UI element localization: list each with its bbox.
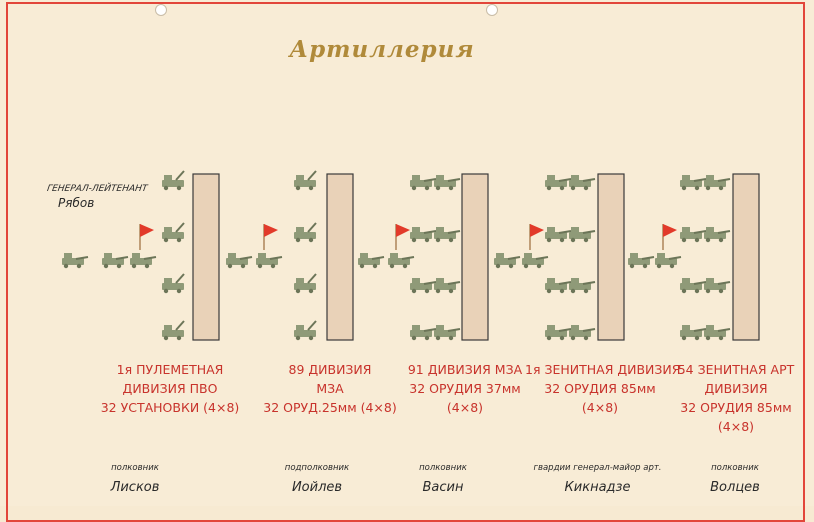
division-4-column-vehicle-4b: [569, 325, 596, 341]
lead-vehicle-1: [62, 253, 89, 269]
division-2-lead-vehicle-1: [226, 253, 253, 269]
division-5-column-vehicle-2: [680, 227, 707, 243]
officer-name-1: Лисков: [110, 480, 160, 495]
division-2-flag-icon: [263, 224, 278, 250]
division-3-column-vehicle-2b: [434, 227, 461, 243]
division-5-line-4: (4×8): [717, 419, 755, 434]
division-2-column-vehicle-3: [294, 273, 317, 294]
division-1-column-vehicle-1: [162, 170, 185, 191]
division-1-line-3: 32 УСТАНОВКИ (4×8): [100, 400, 240, 415]
punch-hole: [155, 4, 167, 16]
division-3-column-vehicle-1b: [434, 175, 461, 191]
division-5-lead-vehicle-1: [628, 253, 655, 269]
officer-name-2: Иойлев: [291, 480, 343, 495]
division-4-column-vehicle-3b: [569, 278, 596, 294]
division-5-column-vehicle-1: [680, 175, 707, 191]
division-5-line-2: ДИВИЗИЯ: [704, 381, 768, 396]
division-5-lead-vehicle-2: [655, 253, 682, 269]
division-1-lead-vehicle-1: [130, 253, 157, 269]
division-3-line-2: 32 ОРУДИЯ 37мм: [409, 381, 521, 396]
division-4-lead-vehicle-2: [522, 253, 549, 269]
division-1-column-block: [192, 173, 220, 341]
division-2-line-3: 32 ОРУД.25мм (4×8): [263, 400, 397, 415]
division-label-5: 54 ЗЕНИТНАЯ АРТ ДИВИЗИЯ 32 ОРУДИЯ 85мм (…: [668, 360, 804, 436]
division-4-column-block: [597, 173, 625, 341]
division-3-column-vehicle-4b: [434, 325, 461, 341]
division-4-flag-icon: [529, 224, 544, 250]
division-2-column-vehicle-2: [294, 222, 317, 243]
division-3-column-vehicle-1: [410, 175, 437, 191]
division-5-column-vehicle-1b: [704, 175, 731, 191]
division-2-column-vehicle-4: [294, 320, 317, 341]
division-5-column-vehicle-3: [680, 278, 707, 294]
division-5-column-vehicle-3b: [704, 278, 731, 294]
punch-hole: [486, 4, 498, 16]
division-3-column-vehicle-3b: [434, 278, 461, 294]
division-1-column-vehicle-4: [162, 320, 185, 341]
division-3-column-vehicle-2: [410, 227, 437, 243]
division-2-column-block: [326, 173, 354, 341]
officer-rank-3: полковник: [419, 463, 467, 473]
division-1-line-1: 1я ПУЛЕМЕТНАЯ: [116, 362, 224, 377]
division-2-lead-vehicle-2: [256, 253, 283, 269]
division-4-column-vehicle-2b: [569, 227, 596, 243]
division-4-column-vehicle-2: [545, 227, 572, 243]
division-label-4: 1я ЗЕНИТНАЯ ДИВИЗИЯ 32 ОРУДИЯ 85мм (4×8): [525, 360, 681, 417]
formation-diagram: [62, 170, 760, 341]
division-3-flag-icon: [395, 224, 410, 250]
division-5-column-vehicle-2b: [704, 227, 731, 243]
officer-rank-5: полковник: [711, 463, 759, 473]
division-1-flag-icon: [139, 224, 154, 250]
division-3-column-block: [461, 173, 489, 341]
officer-name-3: Васин: [422, 480, 464, 495]
division-2-column-vehicle-1: [294, 170, 317, 191]
division-4-line-1: 1я ЗЕНИТНАЯ ДИВИЗИЯ: [525, 362, 681, 377]
division-3-lead-vehicle-1: [358, 253, 385, 269]
division-4-lead-vehicle-1: [494, 253, 521, 269]
division-4-column-vehicle-4: [545, 325, 572, 341]
lead-vehicle-2: [102, 253, 129, 269]
division-1-column-vehicle-2: [162, 222, 185, 243]
division-1-line-2: ДИВИЗИЯ ПВО: [122, 381, 218, 396]
division-5-column-vehicle-4b: [704, 325, 731, 341]
division-4-line-2: 32 ОРУДИЯ 85мм: [544, 381, 656, 396]
division-4-column-vehicle-1b: [569, 175, 596, 191]
division-label-1: 1я ПУЛЕМЕТНАЯ ДИВИЗИЯ ПВО 32 УСТАНОВКИ (…: [85, 360, 255, 417]
officer-name-4: Кикнадзе: [564, 480, 631, 495]
officer-name-5: Волцев: [710, 480, 760, 495]
division-5-column-block: [732, 173, 760, 341]
division-5-line-1: 54 ЗЕНИТНАЯ АРТ: [677, 362, 795, 377]
division-2-line-1: 89 ДИВИЗИЯ: [288, 362, 372, 377]
division-5-column-vehicle-4: [680, 325, 707, 341]
division-3-column-vehicle-4: [410, 325, 437, 341]
division-4-column-vehicle-1: [545, 175, 572, 191]
officer-rank-1: полковник: [111, 463, 159, 473]
commander-name: Рябов: [58, 196, 95, 210]
officer-rank-2: подполковник: [284, 463, 350, 473]
division-3-column-vehicle-3: [410, 278, 437, 294]
division-1-column-vehicle-3: [162, 273, 185, 294]
division-5-line-3: 32 ОРУДИЯ 85мм: [680, 400, 792, 415]
division-label-3: 91 ДИВИЗИЯ МЗА 32 ОРУДИЯ 37мм (4×8): [395, 360, 535, 417]
division-3-line-3: (4×8): [446, 400, 484, 415]
division-4-column-vehicle-3: [545, 278, 572, 294]
page-title: Артиллерия: [289, 36, 475, 63]
division-3-line-1: 91 ДИВИЗИЯ МЗА: [407, 362, 523, 377]
officer-rank-4: гвардии генерал-майор арт.: [533, 463, 662, 473]
division-2-line-2: МЗА: [316, 381, 344, 396]
division-label-2: 89 ДИВИЗИЯ МЗА 32 ОРУД.25мм (4×8): [255, 360, 405, 417]
division-3-lead-vehicle-2: [388, 253, 415, 269]
division-5-flag-icon: [662, 224, 677, 250]
parade-scheme-sheet: Артиллерия ГЕНЕРАЛ-ЛЕЙТЕНАНТ Рябов 1я ПУ…: [6, 2, 805, 522]
division-4-line-3: (4×8): [581, 400, 619, 415]
